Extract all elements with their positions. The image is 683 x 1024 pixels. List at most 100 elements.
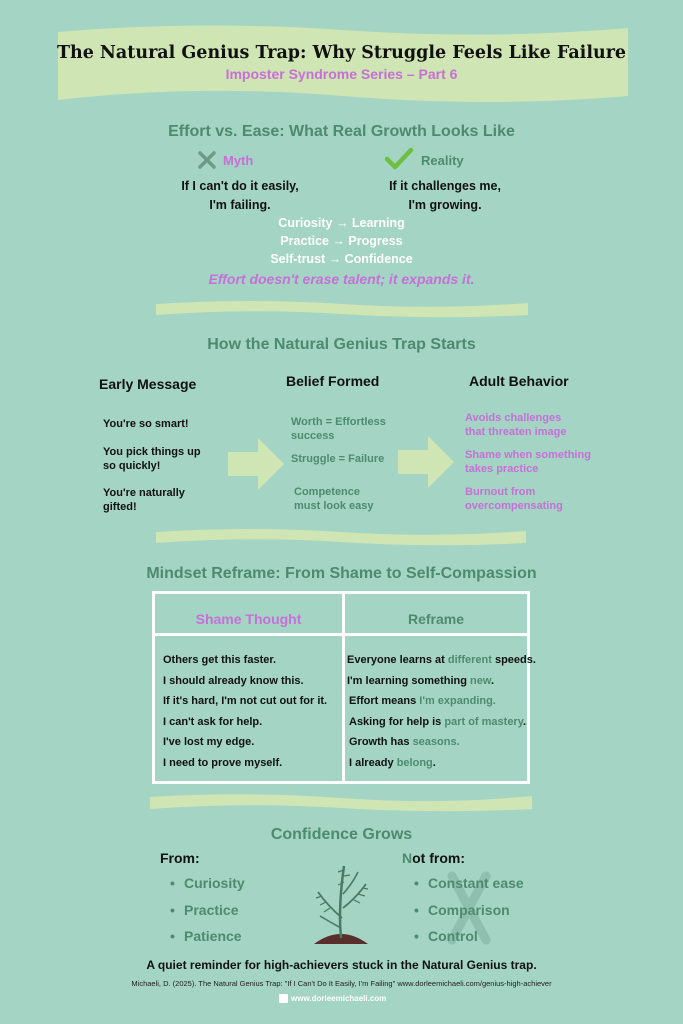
page-subtitle: Imposter Syndrome Series – Part 6: [225, 66, 458, 82]
behavior-1-line2: that threaten image: [465, 426, 567, 438]
list-item: •Curiosity: [170, 875, 245, 891]
early-message-3: You're naturally gifted!: [103, 486, 185, 514]
early-message-2: You pick things up so quickly!: [103, 445, 201, 473]
pair-curiosity: Curiosity → Learning: [278, 216, 405, 230]
website-link[interactable]: www.dorleemichaeli.com: [291, 994, 387, 1003]
divider-wave-2: [156, 529, 526, 546]
belief-1: Worth = Effortless success: [291, 415, 386, 443]
faint-x-mark-icon: [447, 871, 491, 945]
reframe-highlight: part of mastery: [444, 715, 524, 728]
list-item: •Constant ease: [414, 875, 524, 891]
shame-thought: I can't ask for help.: [163, 715, 263, 728]
reframe-text: I'm learning something: [347, 674, 471, 687]
reframe-item: Everyone learns at different speeds.: [347, 650, 536, 671]
shame-thought: I should already know this.: [163, 674, 304, 687]
belief-3-line2: must look easy: [294, 500, 374, 512]
behavior-2-line2: takes practice: [465, 463, 539, 475]
not-from-item: Control: [428, 928, 478, 944]
reframe-text: Effort means: [349, 695, 420, 707]
shame-thought: I need to prove myself.: [163, 756, 283, 769]
reframe-table: Shame Thought Reframe Others get this fa…: [152, 591, 536, 784]
sprout-icon: [314, 865, 369, 944]
early-message-1: You're so smart!: [103, 417, 189, 431]
reality-line-2: I'm growing.: [408, 198, 482, 212]
effort-heading: Effort vs. Ease: What Real Growth Looks …: [168, 123, 515, 140]
behavior-3: Burnout from overcompensating: [465, 485, 563, 513]
reframe-text-end: .: [523, 715, 527, 728]
not-from-item: Comparison: [428, 901, 510, 918]
col-belief-formed-heading: Belief Formed: [286, 373, 380, 389]
reframe-item: Growth has seasons.: [347, 732, 536, 753]
shame-thought: Others get this faster.: [163, 654, 277, 666]
reframe-highlight: belong: [396, 756, 433, 769]
myth-line-1: If I can't do it easily,: [181, 179, 299, 193]
website-icon: [279, 994, 288, 1003]
not-from-label: Not from:: [402, 850, 465, 866]
reframe-highlight: different: [447, 654, 492, 666]
reframe-text: Growth has: [349, 736, 413, 748]
footer-reminder: A quiet reminder for high-achievers stuc…: [146, 958, 537, 972]
reframe-heading: Mindset Reframe: From Shame to Self-Comp…: [146, 565, 537, 582]
not-from-list: •Constant ease •Comparison •Control: [414, 870, 524, 950]
confidence-heading: Confidence Grows: [270, 826, 413, 843]
from-item: Patience: [184, 928, 242, 944]
reframe-text-end: .: [432, 756, 436, 769]
belief-2-line1: Struggle = Failure: [291, 453, 385, 465]
shame-header: Shame Thought: [195, 611, 302, 627]
shame-thought: I've lost my edge.: [163, 736, 255, 748]
reframe-text-end: .: [491, 674, 495, 687]
list-item: •Control: [414, 928, 478, 944]
page-title: The Natural Genius Trap: Why Struggle Fe…: [56, 43, 627, 63]
reframe-text: Everyone learns at: [347, 654, 448, 666]
from-item: Practice: [184, 901, 239, 918]
list-item: •Comparison: [414, 901, 510, 918]
from-item: Curiosity: [184, 875, 245, 891]
divider-wave-1: [156, 301, 528, 318]
early-message-3-line1: You're naturally: [103, 487, 185, 499]
behavior-1-line1: Avoids challenges: [465, 412, 562, 424]
behavior-2-line1: Shame when something: [465, 449, 591, 461]
reality-label: Reality: [421, 153, 464, 168]
shame-thought: If it's hard, I'm not cut out for it.: [163, 695, 328, 707]
not-from-rest: ot from:: [412, 850, 466, 866]
reframe-highlight: I'm expanding.: [419, 695, 496, 707]
reframe-highlight: new: [470, 674, 492, 687]
not-from-initial: N: [402, 850, 413, 866]
col-adult-behavior-heading: Adult Behavior: [469, 373, 569, 389]
trap-heading: How the Natural Genius Trap Starts: [207, 336, 476, 353]
effort-tagline: Effort doesn't erase talent; it expands …: [208, 271, 475, 287]
pair-self-trust: Self-trust → Confidence: [270, 252, 413, 266]
reframe-item: I already belong.: [347, 753, 536, 774]
reframe-text: I already: [349, 756, 397, 769]
list-item: •Practice: [170, 901, 239, 918]
myth-label: Myth: [223, 153, 254, 168]
reframe-list: Everyone learns at different speeds. I'm…: [347, 650, 536, 773]
early-message-1-line: You're so smart!: [103, 418, 189, 430]
reframe-highlight: seasons.: [412, 736, 460, 748]
citation: Michaeli, D. (2025). The Natural Genius …: [131, 979, 552, 988]
reframe-text: Asking for help is: [349, 715, 445, 728]
reframe-item: I'm learning something new.: [347, 671, 536, 692]
myth-line-2: I'm failing.: [209, 198, 271, 212]
arrow-right-icon: [228, 438, 284, 490]
reality-line-1: If it challenges me,: [389, 179, 501, 193]
behavior-3-line2: overcompensating: [465, 500, 563, 512]
growth-pairs: Curiosity → Learning Practice → Progress…: [0, 214, 683, 268]
reframe-item: Asking for help is part of mastery.: [347, 712, 536, 733]
early-message-2-line2: so quickly!: [103, 460, 161, 472]
early-message-2-line1: You pick things up: [103, 446, 201, 458]
belief-1-line1: Worth = Effortless: [291, 416, 386, 428]
header-banner: [58, 25, 628, 102]
early-message-3-line2: gifted!: [103, 501, 137, 513]
not-from-item: Constant ease: [428, 875, 524, 891]
from-list: •Curiosity •Practice •Patience: [170, 870, 245, 950]
x-mark-icon: [198, 151, 216, 169]
belief-3: Competence must look easy: [294, 485, 373, 513]
reality-text: If it challenges me, I'm growing.: [365, 177, 525, 215]
belief-2: Struggle = Failure: [291, 452, 384, 466]
table-divider-horizontal: [155, 633, 527, 636]
list-item: •Patience: [170, 928, 242, 944]
behavior-3-line1: Burnout from: [465, 486, 536, 498]
belief-1-line2: success: [291, 430, 335, 442]
